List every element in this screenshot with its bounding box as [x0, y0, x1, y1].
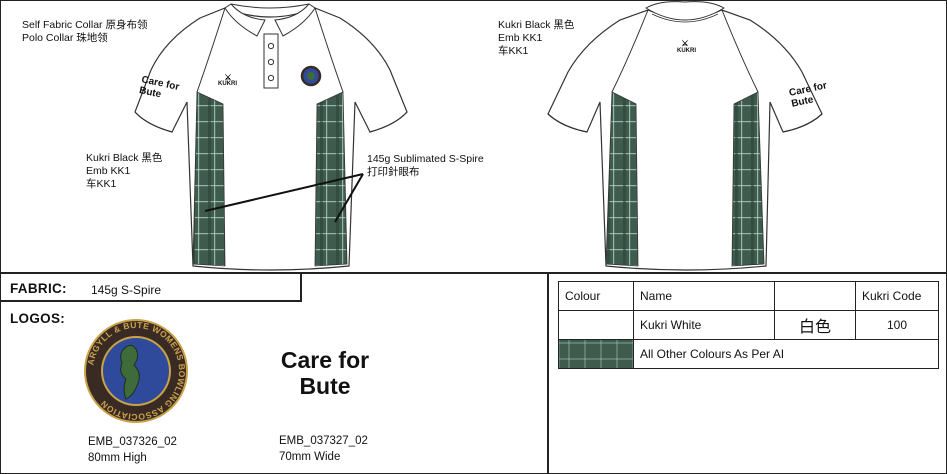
back-logo-note-line1: Kukri Black 黑色	[498, 19, 575, 31]
logo1-size: 80mm High	[88, 452, 147, 464]
header-colour: Colour	[558, 281, 634, 311]
row-white-code: 100	[855, 310, 939, 340]
panel-note: 145g Sublimated S-Spire 打印針眼布	[367, 153, 484, 179]
logos-label: LOGOS:	[10, 311, 66, 326]
section-divider	[0, 272, 947, 274]
front-shirt-illustration: ⚔	[134, 3, 408, 271]
panel-note-line2: 打印針眼布	[367, 166, 420, 178]
care-for-bute-line1: Care for	[280, 347, 370, 373]
colour-table-header-row: Colour Name Kukri Code	[558, 281, 939, 311]
header-kukri-code: Kukri Code	[855, 281, 939, 311]
front-logo-note-line2: Emb KK1	[86, 165, 131, 177]
logo2-size: 70mm Wide	[279, 451, 341, 463]
front-kukri-mark: KUKRI	[218, 81, 237, 87]
front-logo-note: Kukri Black 黑色 Emb KK1 车KK1	[86, 152, 162, 191]
panel-note-line1: 145g Sublimated S-Spire	[367, 153, 484, 165]
fabric-box	[0, 272, 302, 302]
header-blank	[774, 281, 856, 311]
svg-text:⚔: ⚔	[224, 73, 231, 82]
fabric-label: FABRIC:	[10, 281, 67, 296]
care-for-bute-line2: Bute	[299, 373, 351, 399]
logo2-code: EMB_037327_02	[279, 435, 368, 447]
swatch-white	[558, 310, 634, 340]
colour-table-row-white: Kukri White 白色 100	[558, 310, 939, 340]
column-divider	[547, 272, 549, 474]
logo1-spec: EMB_037326_02 80mm High	[88, 434, 177, 466]
back-shirt-illustration: ⚔	[547, 1, 823, 271]
row-tartan-text: All Other Colours As Per AI	[633, 339, 939, 369]
colour-table: Colour Name Kukri Code Kukri White 白色 10…	[558, 281, 939, 369]
collar-note-line1: Self Fabric Collar 原身布领	[22, 19, 148, 31]
swatch-tartan	[558, 339, 634, 369]
svg-text:⚔: ⚔	[681, 39, 688, 48]
row-white-name: Kukri White	[633, 310, 775, 340]
row-white-chinese: 白色	[774, 310, 856, 340]
association-badge-logo: ARGYLL & BUTE WOMENS BOWLING ASSOCIATION	[84, 319, 188, 423]
header-name: Name	[633, 281, 775, 311]
care-for-bute-logo: Care for Bute	[250, 347, 400, 399]
front-logo-note-line1: Kukri Black 黑色	[86, 152, 163, 164]
back-logo-note-line2: Emb KK1	[498, 32, 543, 44]
collar-note: Self Fabric Collar 原身布领 Polo Collar 珠地领	[22, 19, 147, 45]
collar-note-line2: Polo Collar 珠地领	[22, 32, 108, 44]
front-logo-note-line3: 车KK1	[86, 178, 117, 190]
logo2-spec: EMB_037327_02 70mm Wide	[279, 433, 368, 465]
colour-table-row-tartan: All Other Colours As Per AI	[558, 339, 939, 369]
fabric-value: 145g S-Spire	[91, 283, 162, 297]
pointer-lines	[204, 173, 364, 223]
back-logo-note: Kukri Black 黑色 Emb KK1 车KK1	[498, 19, 574, 58]
back-logo-note-line3: 车KK1	[498, 45, 529, 57]
logo1-code: EMB_037326_02	[88, 436, 177, 448]
back-kukri-mark: KUKRI	[677, 48, 696, 54]
